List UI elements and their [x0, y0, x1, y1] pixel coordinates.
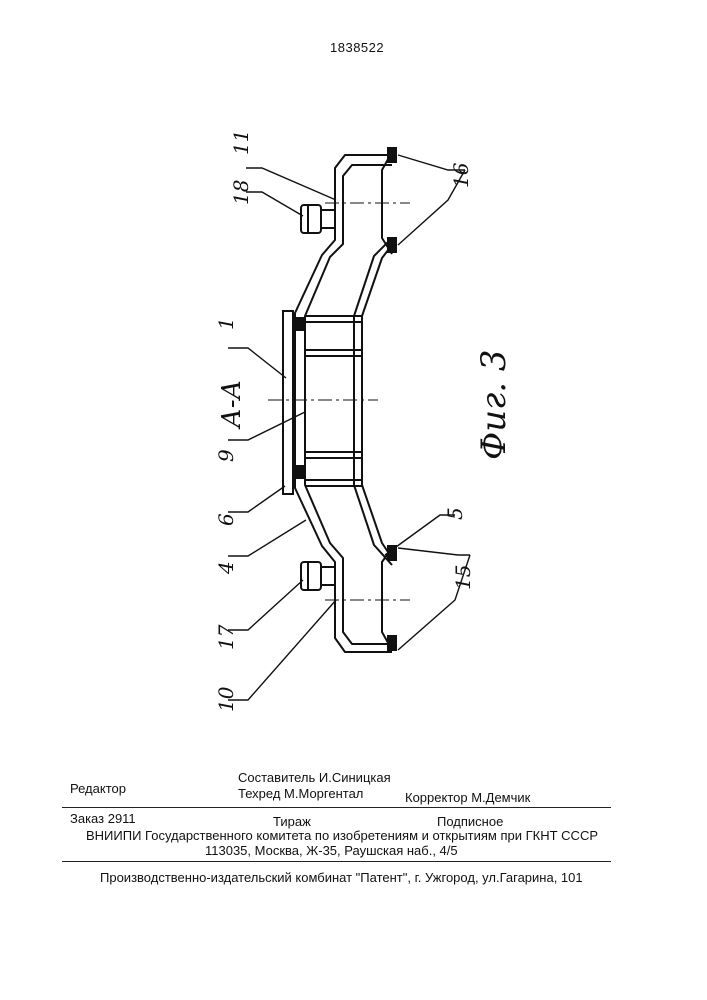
order: Заказ 2911 — [70, 811, 136, 826]
techred: Техред М.Моргентал — [238, 786, 363, 801]
callout-15: 15 — [451, 565, 475, 590]
compiler: Составитель И.Синицкая — [238, 770, 391, 785]
figure-caption: Фиг. 3 — [474, 349, 514, 460]
callout-18: 18 — [229, 180, 253, 205]
address: 113035, Москва, Ж-35, Раушская наб., 4/5 — [205, 843, 458, 858]
corrector: Корректор М.Демчик — [405, 790, 530, 805]
plate-1 — [283, 311, 305, 494]
callout-11: 11 — [229, 130, 253, 155]
editor-label: Редактор — [70, 781, 126, 796]
flange-d — [388, 636, 396, 650]
subscription: Подписное — [437, 814, 503, 829]
institute: ВНИИПИ Государственного комитета по изоб… — [86, 828, 598, 843]
bottom-rule — [62, 861, 611, 862]
top-rule — [62, 807, 611, 808]
bolt-18 — [301, 205, 335, 233]
bottom-shell — [362, 245, 392, 558]
flange-b — [388, 238, 396, 252]
bolt-17 — [301, 562, 335, 590]
callout-5: 5 — [443, 507, 467, 520]
flange-a — [388, 148, 396, 162]
inner-shell — [305, 165, 392, 644]
callout-9: 9 — [214, 449, 238, 462]
callout-4: 4 — [214, 561, 238, 575]
callout-17: 17 — [214, 624, 238, 650]
circulation: Тираж — [273, 814, 311, 829]
callout-16: 16 — [449, 162, 473, 188]
center-lines — [268, 203, 410, 600]
section-label: А-А — [217, 380, 247, 430]
leader-lines — [228, 155, 470, 700]
callout-10: 10 — [214, 686, 238, 712]
printer: Производственно-издательский комбинат "П… — [100, 870, 583, 885]
callout-6: 6 — [214, 513, 238, 526]
callout-1: 1 — [214, 317, 238, 330]
